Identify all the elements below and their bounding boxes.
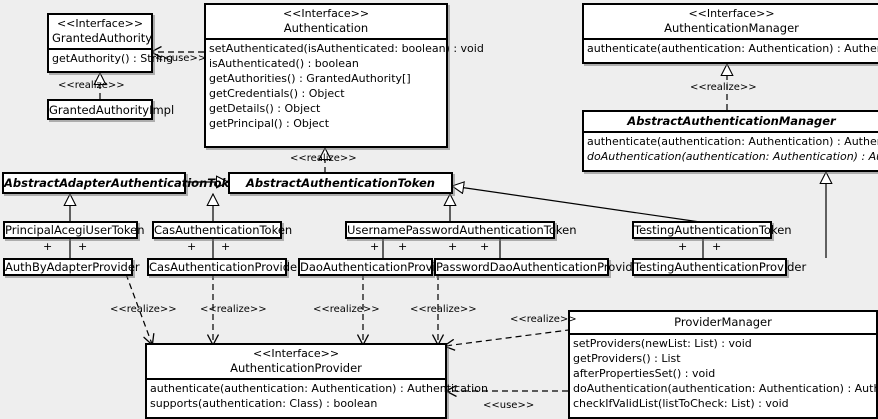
class-testing-authentication-token[interactable]: TestingAuthenticationToken: [632, 221, 792, 239]
edge-label-realize-casauthenticationprovider: <<realize>>: [200, 304, 267, 315]
operations-compartment: authenticate(authentication: Authenticat…: [584, 133, 878, 165]
association-multiplicity-plus: +: [480, 240, 490, 253]
operation-item: getAuthorities() : GrantedAuthority[]: [209, 72, 411, 86]
class-authentication-manager[interactable]: <<Interface>> AuthenticationManager auth…: [582, 3, 878, 64]
operation-item: setProviders(newList: List) : void: [573, 337, 752, 351]
operation-item: checkIfValidList(listToCheck: List) : vo…: [573, 397, 789, 411]
class-cas-authentication-provider[interactable]: CasAuthenticationProvider: [147, 258, 302, 276]
operation-item: setAuthenticated(isAuthenticated: boolea…: [209, 42, 484, 56]
stereotype-label: <<Interface>>: [252, 347, 340, 360]
edge-label-realize-passworddaoauthenticationprovider: <<realize>>: [410, 304, 477, 315]
operation-item: authenticate(authentication: Authenticat…: [587, 135, 878, 149]
edge-label-realize-authbyadapterprovider: <<realize>>: [110, 304, 177, 315]
operation-item: getCredentials() : Object: [209, 87, 345, 101]
class-testing-authentication-provider[interactable]: TestingAuthenticationProvider: [632, 258, 807, 276]
operation-item: supports(authentication: Class) : boolea…: [150, 397, 378, 411]
class-header: <<Interface>> AuthenticationProvider: [147, 345, 445, 381]
class-provider-manager[interactable]: ProviderManager setProviders(newList: Li…: [568, 310, 878, 419]
association-multiplicity-plus: +: [448, 240, 458, 253]
stereotype-label: <<Interface>>: [56, 17, 144, 30]
operation-item: getAuthority() : String: [52, 52, 174, 66]
operation-item: afterPropertiesSet() : void: [573, 367, 716, 381]
operations-compartment: authenticate(authentication: Authenticat…: [584, 40, 878, 57]
operation-item: getDetails() : Object: [209, 102, 321, 116]
class-authentication-provider[interactable]: <<Interface>> AuthenticationProvider aut…: [145, 343, 488, 419]
association-multiplicity-plus: +: [712, 240, 722, 253]
class-header: AbstractAuthenticationManager: [584, 112, 878, 134]
class-username-password-authentication-token[interactable]: UsernamePasswordAuthenticationToken: [345, 221, 577, 239]
association-multiplicity-plus: +: [78, 240, 88, 253]
operation-item: getPrincipal() : Object: [209, 117, 330, 131]
stereotype-label: <<Interface>>: [688, 7, 775, 20]
class-abstract-authentication-token[interactable]: AbstractAuthenticationToken: [228, 172, 453, 194]
edge-label-realize-abstracttoken-authentication: <<realize>>: [290, 153, 357, 164]
association-multiplicity-plus: +: [221, 240, 231, 253]
class-header: <<Interface>> GrantedAuthority: [49, 15, 153, 51]
association-multiplicity-plus: +: [187, 240, 197, 253]
edge-label-realize-testingauthenticationprovider: <<realize>>: [510, 314, 577, 325]
edge-label-realize-abstract-authentication-manager: <<realize>>: [690, 82, 757, 93]
class-header: <<Interface>> Authentication: [206, 5, 446, 41]
operation-item: getProviders() : List: [573, 352, 681, 366]
class-header: <<Interface>> AuthenticationManager: [584, 5, 878, 41]
class-granted-authority[interactable]: <<Interface>> GrantedAuthority getAuthor…: [47, 13, 174, 73]
class-name-label: Authentication: [283, 20, 369, 35]
operation-item: authenticate(authentication: Authenticat…: [587, 42, 878, 56]
edge-label-realize-daoauthenticationprovider: <<realize>>: [313, 304, 380, 315]
operation-item: isAuthenticated() : boolean: [209, 57, 359, 71]
class-principal-acegi-user-token[interactable]: PrincipalAcegiUserToken: [3, 221, 145, 239]
operation-item: doAuthentication(authentication: Authent…: [587, 150, 878, 164]
class-granted-authority-impl[interactable]: GrantedAuthorityImpl: [47, 99, 174, 120]
association-multiplicity-plus: +: [398, 240, 408, 253]
edge-label-use-providermanager-authenticationprovider: <<use>>: [483, 400, 535, 411]
operations-compartment: getAuthority() : String: [49, 50, 174, 67]
class-abstract-adapter-authentication-token[interactable]: AbstractAdapterAuthenticationToken: [2, 172, 245, 194]
class-abstract-authentication-manager[interactable]: AbstractAuthenticationManager authentica…: [582, 110, 878, 172]
class-auth-by-adapter-provider[interactable]: AuthByAdapterProvider: [3, 258, 140, 276]
operation-item: doAuthentication(authentication: Authent…: [573, 382, 878, 396]
class-name-label: AuthenticationManager: [664, 20, 799, 35]
class-name-label: GrantedAuthority: [52, 30, 153, 45]
operations-compartment: authenticate(authentication: Authenticat…: [147, 380, 488, 412]
class-password-dao-authentication-provider[interactable]: PasswordDaoAuthenticationProvider: [434, 258, 645, 276]
stereotype-label: <<Interface>>: [282, 7, 370, 20]
operations-compartment: setProviders(newList: List) : void getPr…: [570, 335, 878, 412]
class-header: ProviderManager: [570, 312, 876, 336]
class-name-label: ProviderManager: [674, 315, 772, 329]
class-authentication[interactable]: <<Interface>> Authentication setAuthenti…: [204, 3, 484, 148]
class-dao-authentication-provider[interactable]: DaoAuthenticationProvider: [298, 258, 455, 276]
class-name-label: AuthenticationProvider: [230, 360, 362, 375]
class-name-label: AbstractAuthenticationManager: [627, 114, 836, 128]
association-multiplicity-plus: +: [370, 240, 380, 253]
association-multiplicity-plus: +: [43, 240, 53, 253]
operation-item: authenticate(authentication: Authenticat…: [150, 382, 488, 396]
operations-compartment: setAuthenticated(isAuthenticated: boolea…: [206, 40, 484, 132]
edge-label-realize-grantedauthorityimpl: <<realize>>: [58, 80, 125, 91]
class-cas-authentication-token[interactable]: CasAuthenticationToken: [152, 221, 293, 239]
association-multiplicity-plus: +: [678, 240, 688, 253]
edge-label-use-authentication-grantedauthority: <<use>>: [155, 53, 207, 64]
